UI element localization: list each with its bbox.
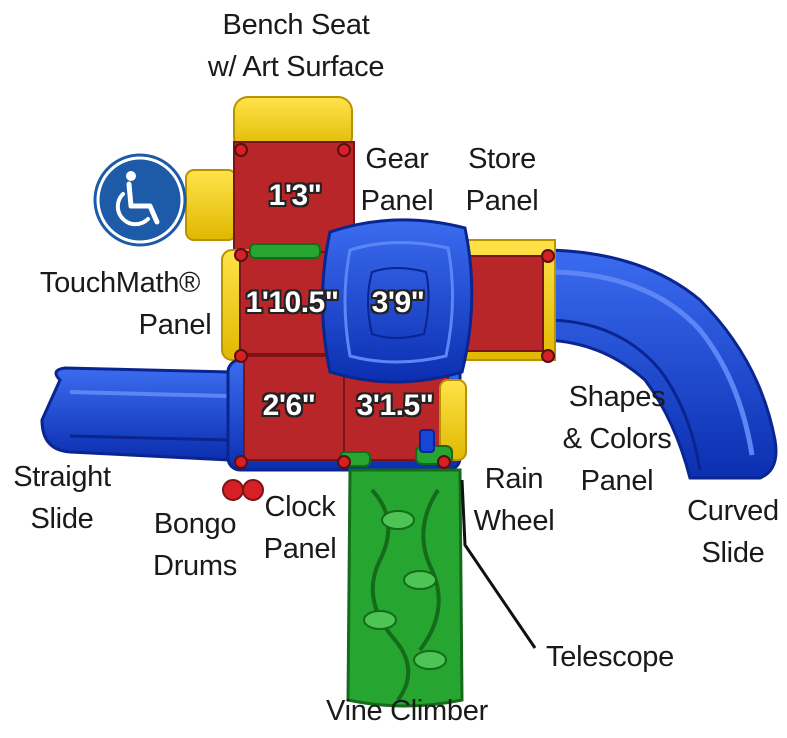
- label-clock-panel: Clock Panel: [263, 491, 337, 565]
- label-shapes-colors-panel: Shapes & Colors Panel: [562, 381, 672, 497]
- telescope-pointer: [460, 479, 537, 649]
- bongo-drums: [222, 479, 264, 501]
- bench-seat: [185, 96, 353, 241]
- deck-height-top: 1'3": [268, 179, 322, 212]
- curved-slide: [538, 248, 778, 480]
- label-touchmath-panel: TouchMath® Panel: [39, 267, 212, 341]
- label-bongo-drums: Bongo Drums: [153, 508, 237, 582]
- deck-height-mid-center: 3'9": [371, 286, 425, 319]
- deck-height-low-right: 3'1.5": [356, 389, 434, 422]
- deck-height-low-left: 2'6": [262, 389, 316, 422]
- deck-height-mid-left: 1'10.5": [245, 286, 339, 319]
- label-telescope: Telescope: [546, 641, 674, 673]
- straight-slide: [40, 366, 232, 462]
- deck-posts: [234, 143, 555, 469]
- label-bench-seat: Bench Seat w/ Art Surface: [207, 9, 385, 83]
- label-curved-slide: Curved Slide: [687, 495, 779, 569]
- label-straight-slide: Straight Slide: [13, 461, 111, 535]
- wheelchair-accessibility-icon: [93, 153, 187, 247]
- label-store-panel: Store Panel: [465, 143, 539, 217]
- center-roof: [321, 218, 474, 384]
- label-vine-climber: Vine Climber: [326, 695, 488, 727]
- label-rain-wheel: Rain Wheel: [473, 463, 555, 537]
- telescope: [419, 429, 435, 453]
- label-gear-panel: Gear Panel: [360, 143, 434, 217]
- vine-climber: [346, 468, 464, 708]
